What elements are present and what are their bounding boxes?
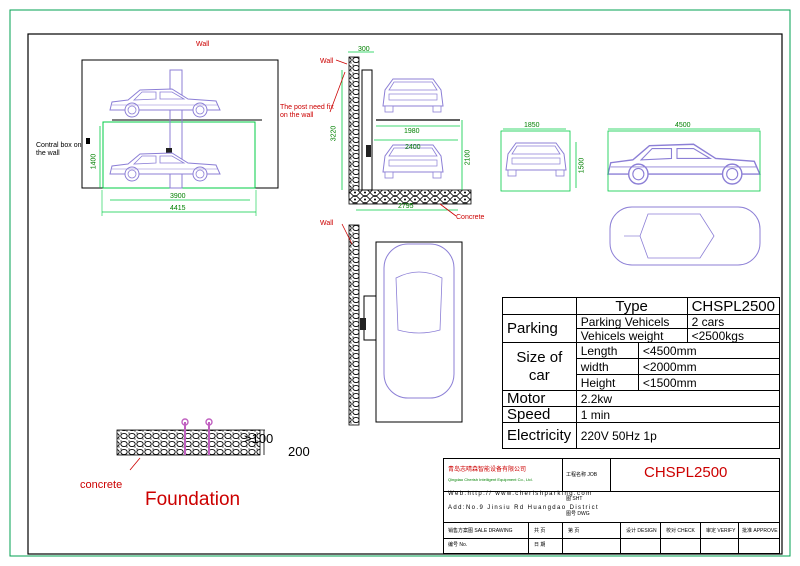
front-motor: [366, 145, 371, 157]
length-label: Length: [575, 342, 639, 359]
wall-section-top: [348, 56, 360, 198]
dim-3220: 3220: [330, 125, 338, 142]
height-label: Height: [575, 374, 639, 391]
dim-4500: 4500: [675, 122, 691, 129]
lift-post: [169, 69, 183, 189]
dim-3900: 3900: [170, 193, 186, 200]
dim-1500: 1500: [578, 157, 586, 174]
parking-vehicels-value: 2 cars: [686, 314, 781, 329]
dim-1400: 1400: [90, 153, 98, 170]
post-note: The post need fix on the wall: [280, 104, 334, 119]
dim-2400: 2400: [405, 144, 421, 151]
upper-car-front: [382, 78, 444, 113]
dim-4415: 4415: [170, 205, 186, 212]
web-line: Web:http:// www.cherishparking.com: [448, 491, 593, 497]
parking-vehicels-label: Parking Vehicels: [575, 314, 688, 329]
vehicels-weight-value: <2500kgs: [686, 328, 781, 343]
spec-blank: [502, 297, 577, 315]
speed-value: 1 min: [575, 406, 781, 423]
electricity-label: Electricity: [502, 422, 577, 449]
title-block: 青岛志晴森智能设备有限公司 Qingdao Cherish Intelligen…: [443, 458, 780, 554]
sheet-label: 图 SHT: [566, 496, 583, 502]
wall-label-1: Wall: [196, 41, 210, 48]
motor-label: Motor: [502, 390, 577, 407]
size-label-1: Size of: [516, 348, 563, 366]
lower-car-side: [109, 152, 221, 182]
total-pages: 共 页: [534, 528, 546, 534]
size-label: Size of car: [502, 342, 577, 391]
outer-border: [9, 9, 791, 557]
job-label: 工程名称 JOB: [566, 472, 598, 478]
dim-1850: 1850: [524, 122, 540, 129]
electricity-value: 220V 50Hz 1p: [575, 422, 781, 449]
dim-300: 300: [358, 46, 370, 53]
height-value: <1500mm: [637, 374, 781, 391]
car-front-small: [505, 142, 567, 177]
dim-2100: 2100: [464, 149, 472, 166]
dim-gt100: >100: [244, 431, 274, 446]
approve-label: 批准 APPROVE: [742, 528, 778, 534]
parking-label: Parking: [502, 314, 577, 343]
concrete-label-right: Concrete: [456, 214, 485, 221]
speed-label: Speed: [502, 406, 577, 423]
front-post: [361, 69, 373, 191]
title-model: CHSPL2500: [644, 464, 728, 481]
car-top-view: [609, 206, 761, 266]
inner-border: [27, 33, 783, 555]
foundation-block: [116, 429, 261, 456]
vehicels-weight-label: Vehicels weight: [575, 328, 688, 343]
foundation-title: Foundation: [145, 489, 241, 510]
concrete-slab: [348, 189, 472, 205]
sale-drawing: 销售方案图 SALE DRAWING: [448, 528, 513, 534]
scale-label: 图号 DWG: [566, 511, 590, 517]
car-side-large: [607, 143, 761, 185]
address-line: Add:No.9 Jinsiu Rd Huangdao District: [448, 505, 600, 511]
dim-200: 200: [288, 444, 310, 459]
length-value: <4500mm: [637, 342, 781, 359]
anchor-bolts: [184, 422, 210, 455]
type-label: Type: [575, 297, 688, 315]
page-no: 第 页: [568, 528, 580, 534]
wall-label-2: Wall: [320, 58, 334, 65]
check-label: 校对 CHECK: [666, 528, 695, 534]
concrete-label-left: concrete: [80, 479, 123, 491]
design-label: 设计 DESIGN: [626, 528, 657, 534]
no-label: 编号 No.: [448, 542, 468, 548]
control-box-label: Contral box on the wall: [36, 142, 82, 157]
width-label: width: [575, 358, 639, 375]
company-cn: 青岛志晴森智能设备有限公司: [448, 467, 527, 473]
date-label: 日 期: [534, 542, 546, 548]
control-box-icon: [86, 138, 90, 144]
dim-1980: 1980: [404, 128, 420, 135]
dim-2795: 2795: [398, 203, 414, 210]
wall-section-plan: [348, 224, 360, 426]
width-value: <2000mm: [637, 358, 781, 375]
upper-car-side: [109, 88, 221, 118]
verify-label: 审定 VERIFY: [706, 528, 736, 534]
wall-label-3: Wall: [320, 220, 334, 227]
spec-table: Type CHSPL2500 Parking Parking Vehicels …: [502, 297, 781, 449]
company-en: Qingdao Cherish Intelligent Equipment Co…: [448, 477, 533, 482]
motor-value: 2.2kw: [575, 390, 781, 407]
size-label-2: car: [528, 366, 550, 384]
type-value: CHSPL2500: [686, 297, 781, 315]
car-plan: [383, 243, 455, 399]
